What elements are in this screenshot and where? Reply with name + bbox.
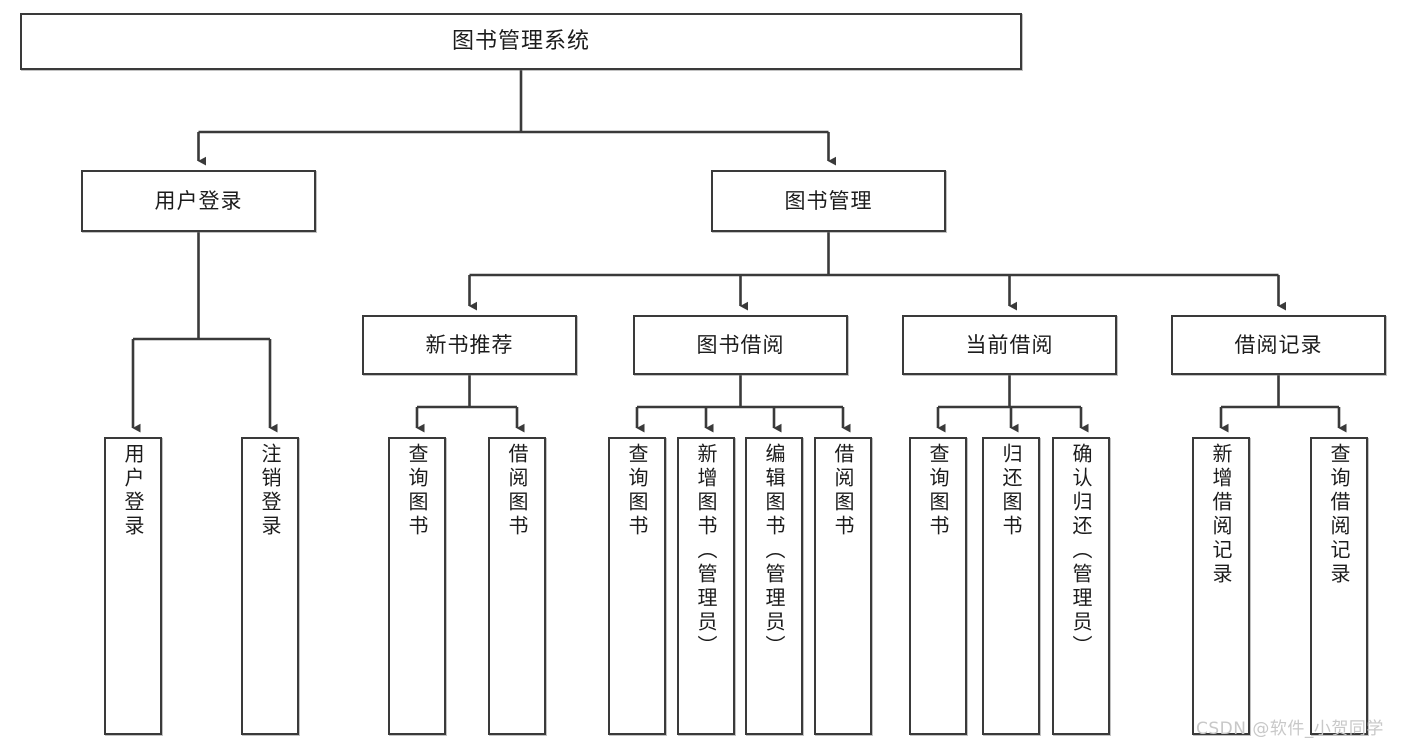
node-login[interactable]: 用户登录: [81, 170, 316, 232]
node-borrow[interactable]: 图书借阅: [633, 315, 848, 375]
node-l3[interactable]: 查询图书: [388, 437, 446, 735]
node-label: 查询图书: [625, 443, 649, 539]
node-label: 图书管理系统: [451, 28, 590, 54]
node-l2[interactable]: 注销登录: [241, 437, 299, 735]
node-l6[interactable]: 新增图书（管理员）: [677, 437, 735, 735]
node-label: 当前借阅: [965, 332, 1054, 357]
node-l8[interactable]: 借阅图书: [814, 437, 872, 735]
node-label: 借阅记录: [1234, 332, 1323, 357]
node-l11[interactable]: 确认归还（管理员）: [1052, 437, 1110, 735]
node-l9[interactable]: 查询图书: [909, 437, 967, 735]
node-label: 借阅图书: [505, 443, 529, 539]
node-label: 编辑图书（管理员）: [762, 443, 786, 659]
node-current[interactable]: 当前借阅: [902, 315, 1117, 375]
node-label: 确认归还（管理员）: [1069, 443, 1093, 659]
node-l7[interactable]: 编辑图书（管理员）: [745, 437, 803, 735]
node-label: 注销登录: [258, 443, 282, 539]
node-label: 查询图书: [926, 443, 950, 539]
node-newbook[interactable]: 新书推荐: [362, 315, 577, 375]
node-records[interactable]: 借阅记录: [1171, 315, 1386, 375]
node-label: 新书推荐: [425, 332, 514, 357]
node-label: 图书管理: [784, 188, 873, 213]
node-label: 用户登录: [154, 188, 243, 213]
node-l4[interactable]: 借阅图书: [488, 437, 546, 735]
node-label: 借阅图书: [831, 443, 855, 539]
node-label: 新增图书（管理员）: [694, 443, 718, 659]
node-label: 查询借阅记录: [1327, 443, 1351, 587]
node-label: 归还图书: [999, 443, 1023, 539]
node-label: 用户登录: [121, 443, 145, 539]
node-l1[interactable]: 用户登录: [104, 437, 162, 735]
node-root[interactable]: 图书管理系统: [20, 13, 1022, 70]
node-bookmgmt[interactable]: 图书管理: [711, 170, 946, 232]
node-l13[interactable]: 查询借阅记录: [1310, 437, 1368, 735]
node-label: 图书借阅: [696, 332, 785, 357]
node-l10[interactable]: 归还图书: [982, 437, 1040, 735]
node-l5[interactable]: 查询图书: [608, 437, 666, 735]
node-label: 查询图书: [405, 443, 429, 539]
csdn-watermark: CSDN @软件_小贺同学: [1196, 719, 1384, 739]
node-l12[interactable]: 新增借阅记录: [1192, 437, 1250, 735]
node-label: 新增借阅记录: [1209, 443, 1233, 587]
